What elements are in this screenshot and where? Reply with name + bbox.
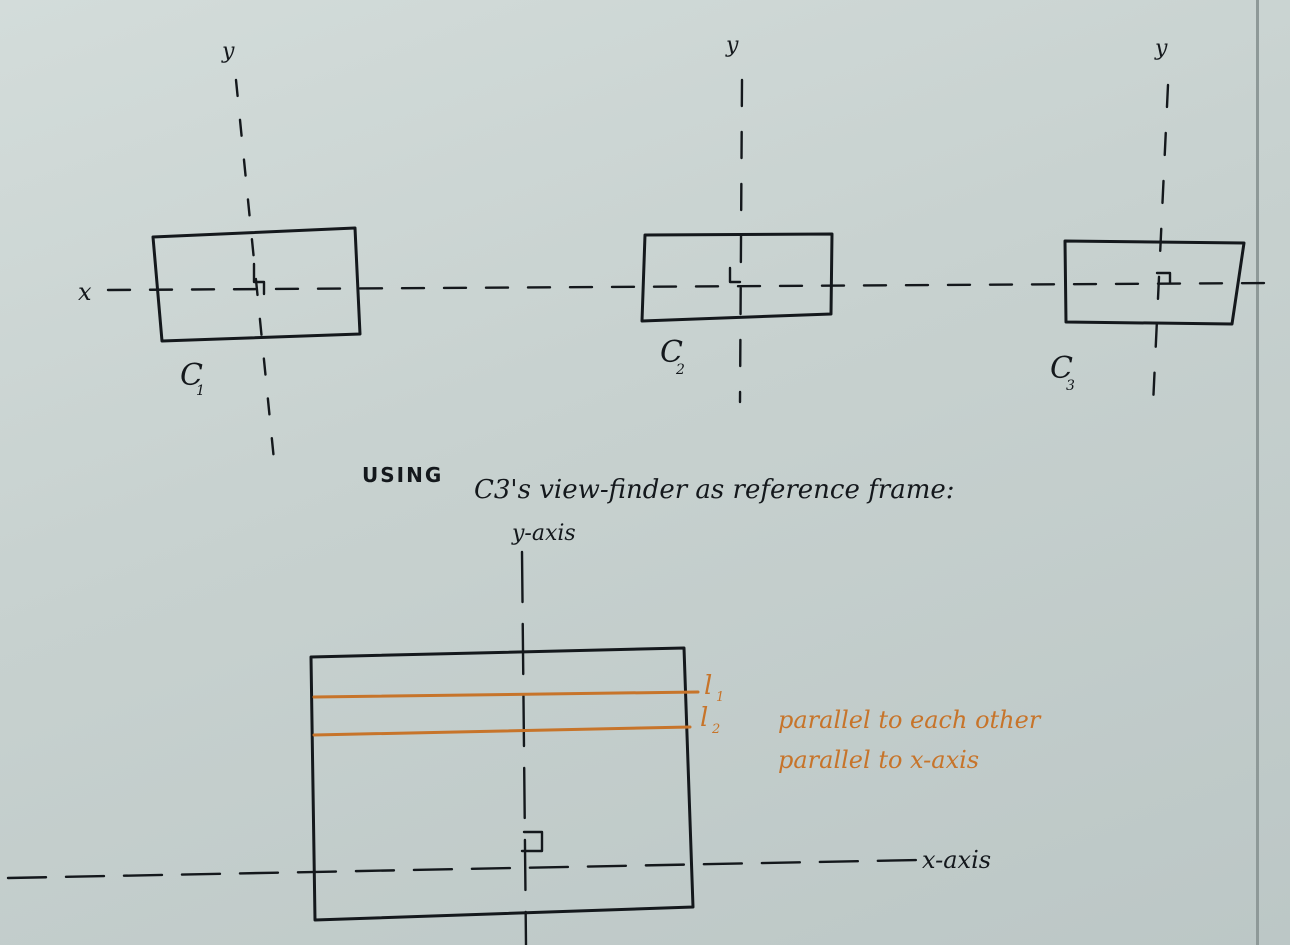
c2-viewfinder-rect	[640, 232, 834, 323]
heading-reference-frame: C3's view-finder as reference frame:	[474, 475, 955, 505]
c3-viewfinder-rect	[1063, 239, 1246, 326]
heading-using: USING	[362, 463, 443, 487]
camera-c1: y x C 1	[78, 39, 362, 462]
c3-y-label: y	[1154, 36, 1168, 61]
c1-center-right-angle	[252, 262, 266, 296]
ref-y-axis-dashed	[520, 550, 528, 945]
line-l1	[312, 690, 700, 699]
c1-camera-subscript: 1	[196, 383, 205, 399]
line-l1-subscript: 1	[716, 690, 724, 705]
c2-camera-label: C	[660, 335, 683, 370]
camera-c3: y C 3	[1050, 36, 1246, 407]
reference-frame: y-axis l 1 l 2 x-axis	[6, 521, 991, 945]
annotation-line-1: parallel to each other	[778, 706, 1042, 734]
line-l2	[312, 725, 692, 737]
line-l2-label: l	[700, 703, 708, 733]
c1-camera-label: C	[180, 358, 203, 393]
line-l1-label: l	[704, 671, 712, 701]
ref-x-axis-label: x-axis	[922, 846, 991, 874]
line-l2-subscript: 2	[711, 722, 720, 737]
c3-camera-label: C	[1050, 351, 1073, 386]
c3-center-right-angle	[1155, 271, 1172, 285]
c2-camera-subscript: 2	[675, 362, 685, 378]
c2-center-right-angle	[728, 266, 742, 284]
c3-camera-subscript: 3	[1066, 378, 1075, 394]
camera-c2: y C 2	[640, 33, 834, 404]
c2-y-label: y	[725, 33, 739, 58]
annotation-line-2: parallel to x-axis	[778, 746, 979, 774]
parallel-annotation: parallel to each other parallel to x-axi…	[778, 706, 1042, 774]
ref-x-axis-dashed	[6, 858, 920, 880]
shared-x-axis-dashed	[106, 281, 1270, 292]
c1-viewfinder-rect	[151, 226, 362, 343]
ref-origin-right-angle	[520, 830, 544, 853]
c1-x-label: x	[78, 278, 92, 306]
c3-y-axis-dashed	[1151, 83, 1170, 407]
c2-y-axis-dashed	[738, 78, 744, 404]
c1-y-label: y	[221, 39, 235, 64]
ref-viewfinder-rect	[309, 646, 695, 922]
board-right-edge	[1256, 0, 1259, 945]
ref-y-axis-label: y-axis	[511, 521, 576, 546]
